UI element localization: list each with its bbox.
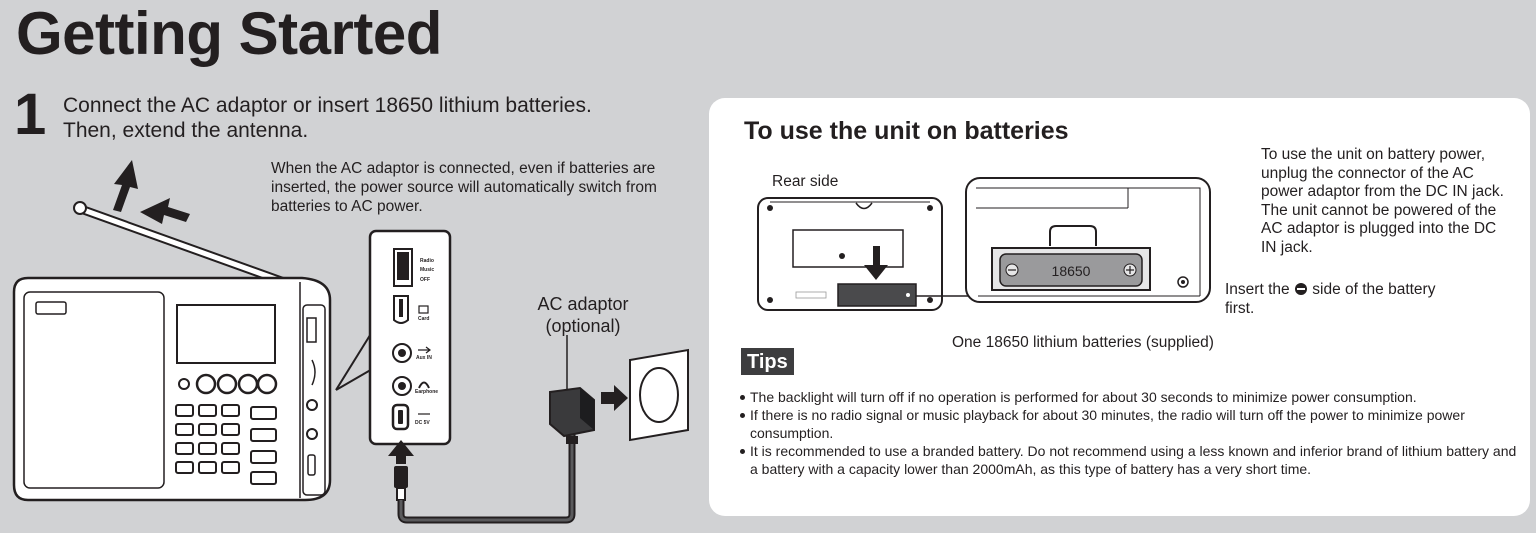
earphone-label: Earphone bbox=[415, 389, 438, 395]
step-number: 1 bbox=[14, 82, 47, 147]
radio-illustration: Radio Music OFF Card Aux IN Earphone DC … bbox=[12, 160, 689, 524]
music-switch-label: Music bbox=[420, 267, 434, 273]
page-title: Getting Started bbox=[16, 0, 442, 67]
step-instruction: Connect the AC adaptor or insert 18650 l… bbox=[63, 93, 703, 143]
up-arrow-icon bbox=[388, 440, 414, 464]
battery-section-heading: To use the unit on batteries bbox=[744, 117, 1069, 145]
extend-arrow-icon bbox=[113, 160, 190, 224]
insert-down-arrow-icon bbox=[864, 246, 888, 280]
ac-adaptor-label-line-2: (optional) bbox=[545, 316, 621, 336]
radio-switch-label: Radio bbox=[420, 258, 434, 264]
aux-in-label: Aux IN bbox=[416, 355, 432, 361]
rear-side-label: Rear side bbox=[772, 173, 839, 190]
insert-note-before: Insert the bbox=[1225, 281, 1290, 298]
wall-outlet-illustration bbox=[629, 348, 689, 442]
battery-label: 18650 bbox=[1052, 263, 1091, 279]
right-arrow-icon bbox=[601, 385, 628, 411]
radio-body bbox=[12, 276, 332, 502]
insert-note-after: side of the battery first. bbox=[1225, 281, 1436, 317]
minus-terminal-icon bbox=[1294, 283, 1307, 295]
antenna-illustration bbox=[73, 201, 303, 292]
battery-instruction-text: To use the unit on battery power, unplug… bbox=[1261, 146, 1504, 256]
off-switch-label: OFF bbox=[420, 277, 430, 283]
tips-list: The backlight will turn off if no operat… bbox=[738, 388, 1523, 478]
ac-adaptor-label: AC adaptor (optional) bbox=[498, 293, 668, 337]
side-panel-callout bbox=[335, 229, 452, 446]
battery-closeup-illustration: 18650 bbox=[965, 177, 1211, 303]
tips-badge: Tips bbox=[741, 348, 794, 375]
step-instruction-line-1: Connect the AC adaptor or insert 18650 l… bbox=[63, 94, 592, 117]
battery-caption: One 18650 lithium batteries (supplied) bbox=[952, 334, 1214, 351]
tip-item: It is recommended to use a branded batte… bbox=[738, 442, 1523, 478]
ac-adaptor-note: When the AC adaptor is connected, even i… bbox=[271, 160, 657, 215]
dc-plug-cable bbox=[394, 432, 576, 524]
card-slot-label: Card bbox=[418, 316, 429, 322]
tip-item: The backlight will turn off if no operat… bbox=[738, 388, 1523, 406]
rear-side-illustration bbox=[757, 197, 943, 311]
insert-battery-note: Insert the side of the battery first. bbox=[1225, 280, 1445, 318]
step-instruction-line-2: Then, extend the antenna. bbox=[63, 119, 309, 142]
ac-adaptor-illustration bbox=[549, 335, 595, 444]
tip-item: If there is no radio signal or music pla… bbox=[738, 406, 1523, 442]
ac-adaptor-label-line-1: AC adaptor bbox=[537, 294, 629, 314]
dc-in-label: DC 5V bbox=[415, 420, 430, 426]
